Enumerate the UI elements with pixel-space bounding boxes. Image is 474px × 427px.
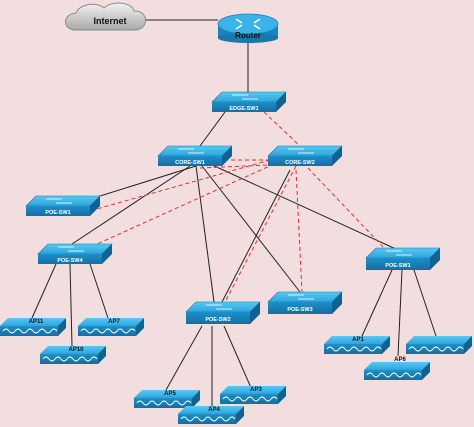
redundant-core-cross (199, 163, 291, 169)
link-poe4-ap11 (31, 263, 57, 319)
redundant-edge-core2 (263, 111, 301, 147)
poe-sw2-label: POE-SW2 (205, 317, 230, 323)
ap3-label: AP3 (250, 387, 262, 393)
ap11-access-point: AP11 (0, 318, 66, 336)
ap1-access-point: AP1 (324, 336, 390, 354)
poe-sw3-switch: POE-SW3 (267, 291, 343, 314)
ap1-label: AP1 (352, 337, 364, 343)
link-core1-poe3 (201, 165, 301, 293)
ap4-label: AP4 (208, 407, 220, 413)
poe-sw3-label: POE-SW3 (287, 307, 312, 313)
link-poeR-ap6 (397, 269, 403, 357)
router-label: Router (235, 31, 261, 40)
edge-sw1-label: EDGE-SW1 (229, 106, 258, 112)
core-sw2-switch: CORE-SW2 (267, 145, 343, 166)
ap3-access-point: AP3 (220, 386, 286, 404)
redundant-core2-poeR (307, 167, 387, 251)
link-poe2-ap3 (223, 325, 253, 391)
link-poe2-ap5 (165, 325, 203, 391)
ap5-access-point: AP5 (134, 390, 200, 408)
wireless-wave-icon (136, 400, 192, 406)
core-sw1-label: CORE-SW1 (175, 160, 205, 166)
poe-sw1-left-switch: POE-SW1 (25, 195, 101, 216)
ap6-label: AP6 (394, 357, 406, 363)
redundant-core2-poe3 (295, 169, 303, 293)
ap7-label: AP7 (108, 319, 120, 325)
ap4-access-point: AP4 (178, 406, 244, 424)
ap7-access-point: AP7 (78, 318, 144, 336)
internet-cloud: Internet (65, 2, 146, 31)
ap-unlabeled-access-point (406, 336, 472, 354)
core-sw1-switch: CORE-SW1 (157, 145, 233, 166)
link-poeR-ap1 (361, 269, 393, 337)
link-core1-poe2 (195, 165, 215, 303)
router-arrows-icon (235, 18, 261, 30)
link-core1-poeR (209, 163, 399, 251)
poe-sw1-left-label: POE-SW1 (45, 210, 70, 216)
physical-links (31, 19, 437, 406)
wireless-wave-icon (366, 372, 422, 378)
internet-label: Internet (93, 16, 126, 26)
core-sw2-label: CORE-SW2 (285, 160, 315, 166)
redundant-links (83, 111, 387, 305)
wireless-wave-icon (326, 346, 382, 352)
link-edge-core1 (199, 111, 226, 147)
router: Router (217, 13, 279, 43)
poe-sw1-right-switch: POE-SW1 (365, 247, 441, 270)
wireless-wave-icon (408, 346, 464, 352)
link-poe4-ap10 (69, 263, 73, 347)
poe-sw4-label: POE-SW4 (57, 258, 83, 264)
wireless-wave-icon (180, 416, 236, 422)
edge-sw1-switch: EDGE-SW1 (211, 91, 287, 112)
wireless-wave-icon (42, 356, 98, 362)
wireless-wave-icon (222, 396, 278, 402)
poe-sw2-switch: POE-SW2 (185, 301, 261, 324)
redundant-core2-poe4 (83, 163, 275, 251)
ap6-access-point: AP6 (364, 357, 430, 380)
redundant-core2-poe1 (85, 159, 271, 213)
redundant-core2-poe2 (223, 165, 297, 305)
link-poe4-ap7 (89, 263, 109, 319)
wireless-wave-icon (80, 328, 136, 334)
ap10-access-point: AP10 (40, 346, 106, 364)
wireless-wave-icon (2, 328, 58, 334)
ap10-label: AP10 (68, 347, 84, 353)
link-poeR-ap-unlabeled (413, 269, 437, 337)
ap11-label: AP11 (29, 319, 44, 325)
link-core2-poe2 (221, 169, 291, 303)
poe-sw1-right-label: POE-SW1 (385, 263, 410, 269)
link-core1-poe4 (71, 165, 191, 245)
ap5-label: AP5 (164, 391, 176, 397)
poe-sw4-switch: POE-SW4 (37, 243, 113, 264)
